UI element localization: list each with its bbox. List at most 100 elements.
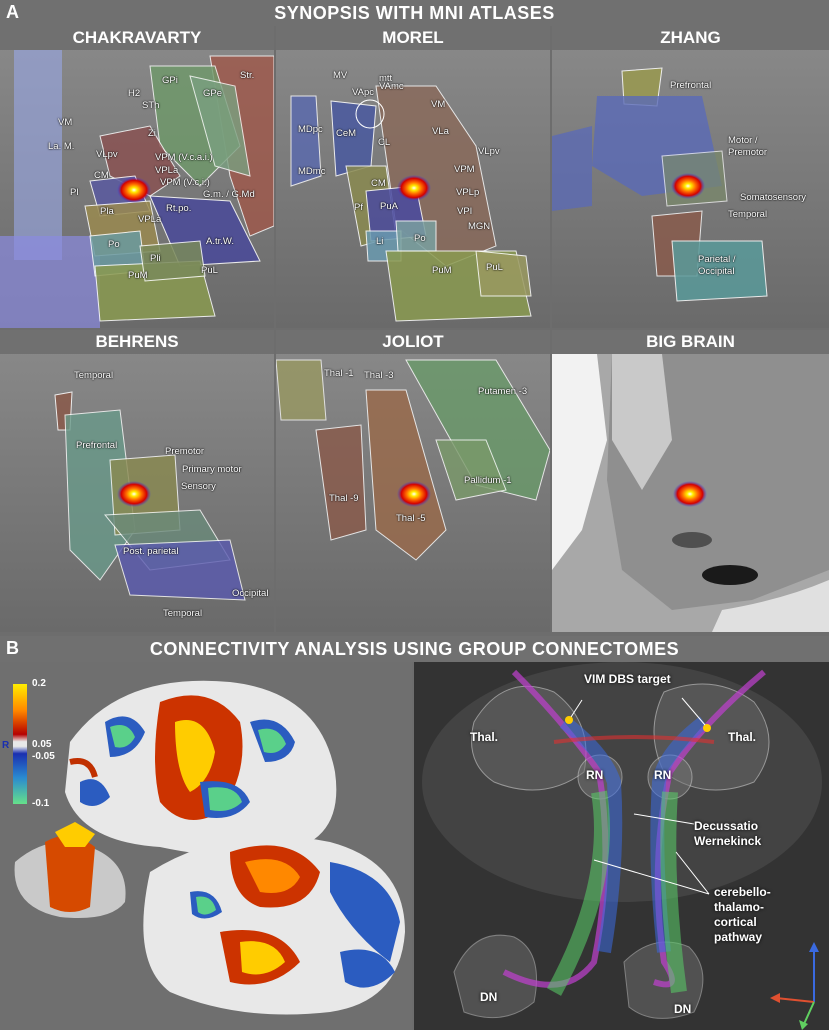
atlas-label: VAmc bbox=[379, 81, 404, 92]
chakravarty-atlas-image bbox=[0, 26, 274, 328]
panel-title: CHAKRAVARTY bbox=[0, 26, 274, 50]
thal-left-label: Thal. bbox=[470, 730, 499, 744]
atlas-label: Temporal bbox=[163, 608, 203, 619]
colorbar-tick: 0.05 bbox=[32, 739, 52, 750]
rn-left-label: RN bbox=[586, 768, 604, 782]
colorbar-tick: -0.1 bbox=[32, 798, 50, 809]
atlas-label: VM bbox=[58, 117, 73, 128]
atlas-label: PuM bbox=[432, 265, 452, 276]
section-a-header: SYNOPSIS WITH MNI ATLASES bbox=[0, 0, 829, 26]
atlas-label: mtt bbox=[379, 73, 393, 84]
tractography-panel: VIM DBS target Thal. Thal. RN RN Decussa… bbox=[414, 662, 829, 1030]
atlas-label: Putamen -3 bbox=[478, 386, 528, 397]
thal-right-label: Thal. bbox=[728, 730, 757, 744]
atlas-label: Thal -1 bbox=[324, 368, 354, 379]
dn-right-label: DN bbox=[674, 1002, 692, 1016]
panel-title: BEHRENS bbox=[0, 330, 274, 354]
section-b-letter: B bbox=[6, 638, 19, 658]
colorbar-tick: 0.2 bbox=[32, 678, 46, 689]
panel-zhang: ZHANG Prefrontal Motor / Premotor Somato… bbox=[552, 26, 829, 328]
panel-joliot: JOLIOT Thal -1 Thal -3 Putamen -3 Pallid… bbox=[276, 330, 550, 632]
atlas-label: Temporal bbox=[74, 370, 114, 381]
atlas-label: Prefrontal bbox=[670, 80, 712, 91]
section-a-letter: A bbox=[6, 2, 19, 22]
atlas-label: PuL bbox=[201, 265, 218, 276]
atlas-label: Motor / bbox=[728, 135, 758, 146]
atlas-label: Thal -9 bbox=[329, 493, 359, 504]
atlas-label: GPe bbox=[203, 88, 223, 99]
panel-title: BIG BRAIN bbox=[552, 330, 829, 354]
atlas-label: MDmc bbox=[298, 166, 326, 177]
atlas-label: Pl bbox=[70, 187, 79, 198]
behrens-atlas-image bbox=[0, 330, 274, 632]
atlas-label: Occipital bbox=[698, 266, 735, 277]
atlas-label: PuA bbox=[380, 201, 398, 212]
tractography-image bbox=[414, 662, 829, 1030]
panel-title: JOLIOT bbox=[276, 330, 550, 354]
panel-title: ZHANG bbox=[552, 26, 829, 50]
atlas-label: VLpv bbox=[478, 146, 500, 157]
atlas-label: Li bbox=[376, 236, 384, 247]
atlas-label: H2 bbox=[128, 88, 141, 99]
atlas-label: VLa bbox=[432, 126, 449, 137]
atlas-label: A.tr.W. bbox=[206, 236, 234, 247]
atlas-label: PuL bbox=[486, 262, 503, 273]
decussatio-label: Decussatio bbox=[694, 819, 759, 833]
atlas-label: Temporal bbox=[728, 209, 768, 220]
pathway-label: cortical bbox=[714, 915, 757, 929]
atlas-label: Pf bbox=[354, 202, 363, 213]
atlas-label: Pli bbox=[150, 253, 161, 264]
atlas-label: CM bbox=[371, 178, 386, 189]
atlas-label: MGN bbox=[468, 221, 491, 232]
atlas-label: G.m. / G.Md bbox=[203, 189, 255, 200]
atlas-label: Primary motor bbox=[182, 464, 242, 475]
cortical-surface-image bbox=[14, 680, 406, 1015]
section-b-title: CONNECTIVITY ANALYSIS USING GROUP CONNEC… bbox=[149, 639, 680, 659]
dn-left-label: DN bbox=[480, 990, 498, 1004]
section-a-title: SYNOPSIS WITH MNI ATLASES bbox=[274, 3, 555, 23]
atlas-label: VPM (V.c.i.) bbox=[160, 177, 210, 188]
atlas-label: PuM bbox=[128, 270, 148, 281]
atlas-label: MDpc bbox=[298, 124, 323, 135]
atlas-label: VPLa bbox=[155, 165, 179, 176]
atlas-label: VPI bbox=[457, 206, 473, 217]
panel-big-brain: BIG BRAIN bbox=[552, 330, 829, 632]
cortical-surface-panel: 0.2 0.05 -0.05 -0.1 R bbox=[0, 662, 412, 1030]
atlas-label: La. M. bbox=[48, 141, 75, 152]
atlas-label: Str. bbox=[240, 70, 255, 81]
atlas-label: VPLp bbox=[456, 187, 480, 198]
atlas-label: Po bbox=[108, 239, 120, 250]
atlas-label: Thal -5 bbox=[396, 513, 426, 524]
atlas-label: Premotor bbox=[165, 446, 205, 457]
atlas-label: Rt.po. bbox=[166, 203, 192, 214]
vim-target-label: VIM DBS target bbox=[584, 672, 671, 686]
atlas-label: VApc bbox=[352, 87, 375, 98]
atlas-label: Prefrontal bbox=[76, 440, 118, 451]
atlas-label: Po bbox=[414, 233, 426, 244]
rn-right-label: RN bbox=[654, 768, 672, 782]
atlas-label: VM bbox=[431, 99, 446, 110]
pathway-label: thalamo- bbox=[714, 900, 765, 914]
atlas-label: MV bbox=[333, 70, 348, 81]
morel-atlas-image bbox=[276, 26, 550, 328]
joliot-atlas-image bbox=[276, 330, 550, 632]
atlas-label: Parietal / bbox=[698, 254, 736, 265]
atlas-label: Zi bbox=[148, 128, 156, 139]
atlas-label: Somatosensory bbox=[740, 192, 807, 203]
atlas-label: VPM (V.c.a.i.) bbox=[155, 152, 213, 163]
atlas-label: VPM bbox=[454, 164, 475, 175]
pathway-label: pathway bbox=[714, 930, 763, 944]
atlas-label: Premotor bbox=[728, 147, 768, 158]
colorbar-tick: -0.05 bbox=[32, 751, 55, 762]
atlas-label: VPLa bbox=[138, 214, 162, 225]
atlas-label: Sensory bbox=[181, 481, 216, 492]
colorbar bbox=[13, 684, 27, 804]
atlas-label: Pla bbox=[100, 206, 114, 217]
panel-morel: MOREL MV mtt VApc VAmc VM MDpc CeM CL VL… bbox=[276, 26, 550, 328]
atlas-label: STh bbox=[142, 100, 160, 111]
zhang-atlas-image bbox=[552, 26, 829, 328]
panel-behrens: BEHRENS Temporal Prefrontal Premotor Pri… bbox=[0, 330, 274, 632]
pathway-label: cerebello- bbox=[714, 885, 771, 899]
atlas-label: Pallidum -1 bbox=[464, 475, 512, 486]
atlas-label: CeM bbox=[336, 128, 357, 139]
